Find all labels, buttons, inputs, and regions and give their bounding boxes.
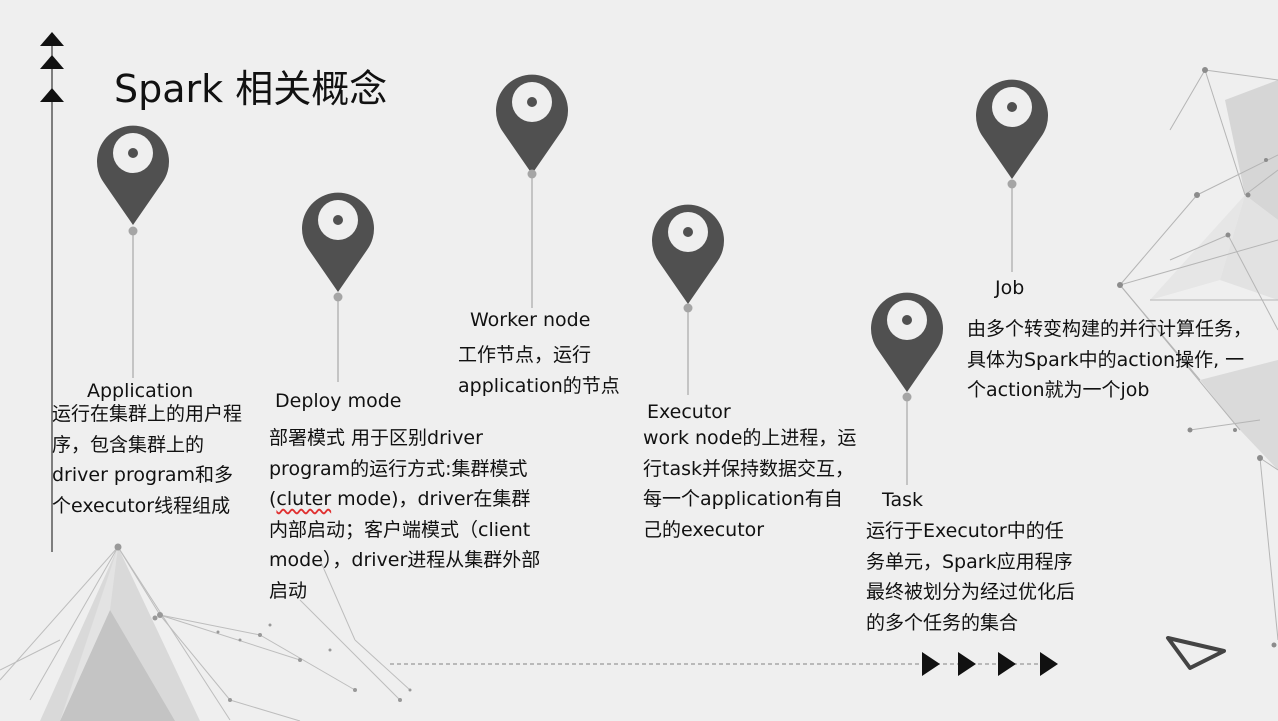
pin-executor xyxy=(652,204,724,395)
desc-worker-node: 工作节点，运行application的节点 xyxy=(458,344,620,397)
pin-deploy-mode xyxy=(302,192,374,382)
right-arrow-2 xyxy=(958,652,976,676)
slide-title: Spark 相关概念 xyxy=(114,67,388,111)
right-arrow-1 xyxy=(922,652,940,676)
pin-application xyxy=(97,125,169,378)
desc-deploy-mode: 部署模式 用于区别driver program的运行方式:集群模式(cluter… xyxy=(269,423,541,606)
label-deploy-mode: Deploy mode xyxy=(275,390,402,412)
desc-task: 运行于Executor中的任务单元，Spark应用程序最终被划分为经过优化后的多… xyxy=(866,520,1076,634)
outline-triangle xyxy=(1166,636,1226,670)
desc-application: 运行在集群上的用户程序，包含集群上的driver program和多个execu… xyxy=(52,403,243,517)
desc-deploy-mode-part2: mode)，driver在集群内部启动；客户端模式（client mode），d… xyxy=(269,488,541,602)
pin-job xyxy=(976,79,1048,272)
desc-executor: work node的上进程，运行task并保持数据交互，每一个applicati… xyxy=(643,427,857,541)
network-nodes-right xyxy=(1117,67,1277,648)
label-application: Application xyxy=(87,380,194,402)
desc-job: 由多个转变构建的并行计算任务，具体为Spark中的action操作, 一个act… xyxy=(967,318,1253,401)
spellcheck-squiggle-word: cluter xyxy=(276,488,332,510)
pin-task xyxy=(871,292,943,485)
up-arrow-1 xyxy=(40,32,64,46)
network-polygon-bottom-left xyxy=(0,546,411,721)
right-arrow-3 xyxy=(998,652,1016,676)
label-executor: Executor xyxy=(647,401,731,423)
label-job: Job xyxy=(995,277,1025,299)
network-nodes-bottom-left xyxy=(114,543,412,702)
up-arrow-2 xyxy=(40,55,64,69)
label-worker-node: Worker node xyxy=(470,309,591,331)
desc-deploy-mode-part1: 部署模式 用于区别driver program的运行方式:集群模式( xyxy=(269,427,528,510)
up-arrow-3 xyxy=(40,88,64,102)
pin-worker-node xyxy=(496,74,568,308)
network-polygon-right xyxy=(1119,69,1278,641)
right-arrow-4 xyxy=(1040,652,1058,676)
label-task: Task xyxy=(882,489,924,511)
